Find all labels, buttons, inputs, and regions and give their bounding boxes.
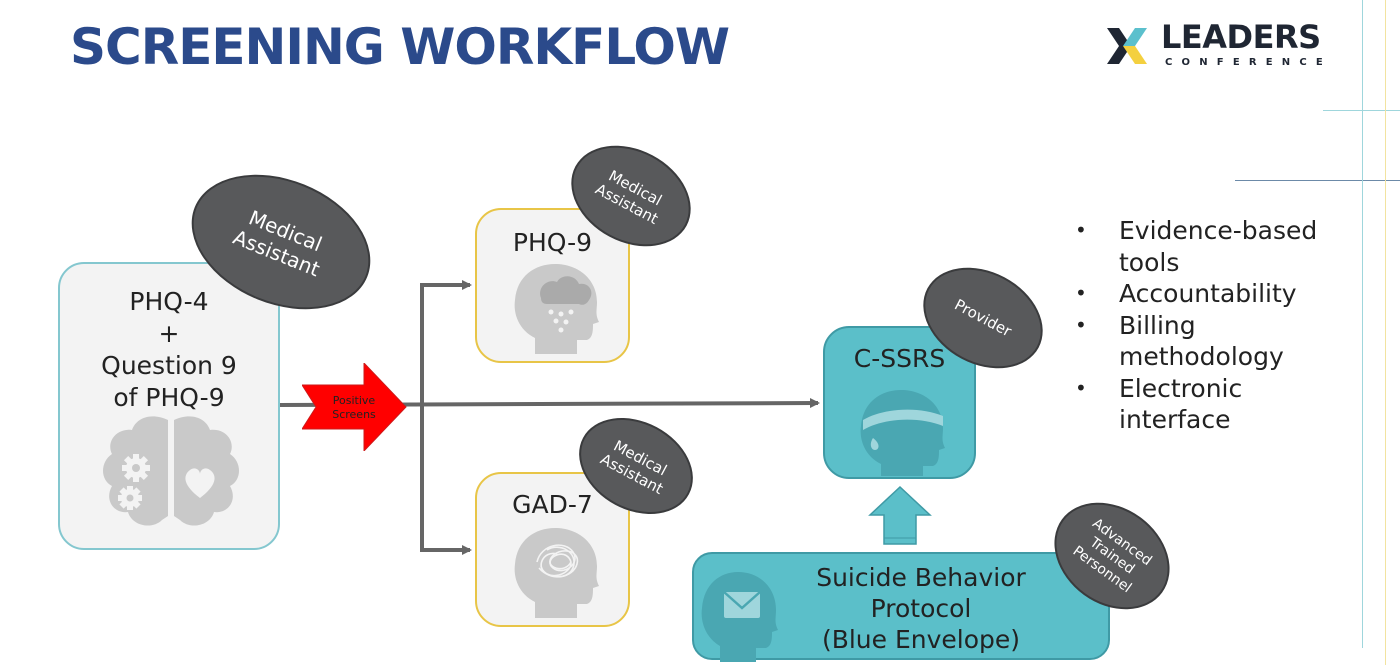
decorative-line (1235, 180, 1400, 181)
logo-mark-icon (1107, 28, 1147, 64)
gad7-label: GAD-7 (512, 490, 593, 519)
protocol-line: Suicide Behavior (816, 563, 1026, 592)
branch-connector (420, 280, 472, 555)
decorative-line (1323, 110, 1400, 111)
up-arrow-icon (868, 485, 932, 545)
head-envelope-icon (701, 572, 778, 662)
phq4-line: of PHQ-9 (113, 383, 225, 412)
positive-screens-arrow: Positive Screens (302, 363, 407, 451)
logo-subtitle: CONFERENCE (1165, 57, 1332, 68)
red-arrow-icon (302, 363, 407, 451)
leaders-conference-logo: LEADERS CONFERENCE (1105, 18, 1335, 74)
decorative-line (1385, 0, 1386, 665)
phq9-label: PHQ-9 (512, 228, 593, 257)
benefits-list: Evidence-based tools Accountability Bill… (1075, 215, 1349, 436)
list-item: Electronic interface (1075, 373, 1279, 436)
cssrs-label: C-SSRS (853, 344, 946, 373)
protocol-line: (Blue Envelope) (821, 625, 1021, 654)
gad7-box: GAD-7 (475, 472, 630, 627)
list-item: Billing methodology (1075, 310, 1319, 373)
brain-gears-heart-icon (103, 416, 239, 526)
protocol-line: Protocol (870, 594, 972, 623)
positive-screens-label: Positive Screens (332, 394, 376, 421)
phq4-line: PHQ-4 (129, 287, 209, 316)
logo-word: LEADERS (1161, 18, 1321, 56)
protocol-box: Suicide Behavior Protocol (Blue Envelope… (692, 552, 1110, 662)
list-item: Evidence-based tools (1075, 215, 1349, 278)
phq4-line: + (158, 319, 180, 348)
head-headband-tear-icon (860, 390, 945, 476)
phq4-line: Question 9 (101, 351, 237, 380)
head-rain-cloud-icon (514, 264, 599, 354)
slide-title: SCREENING WORKFLOW (70, 18, 730, 76)
list-item: Accountability (1075, 278, 1349, 310)
head-tangled-thoughts-icon (514, 528, 599, 618)
phq4-box: PHQ-4 + Question 9 of PHQ-9 (58, 262, 280, 550)
decorative-line (1362, 0, 1363, 648)
